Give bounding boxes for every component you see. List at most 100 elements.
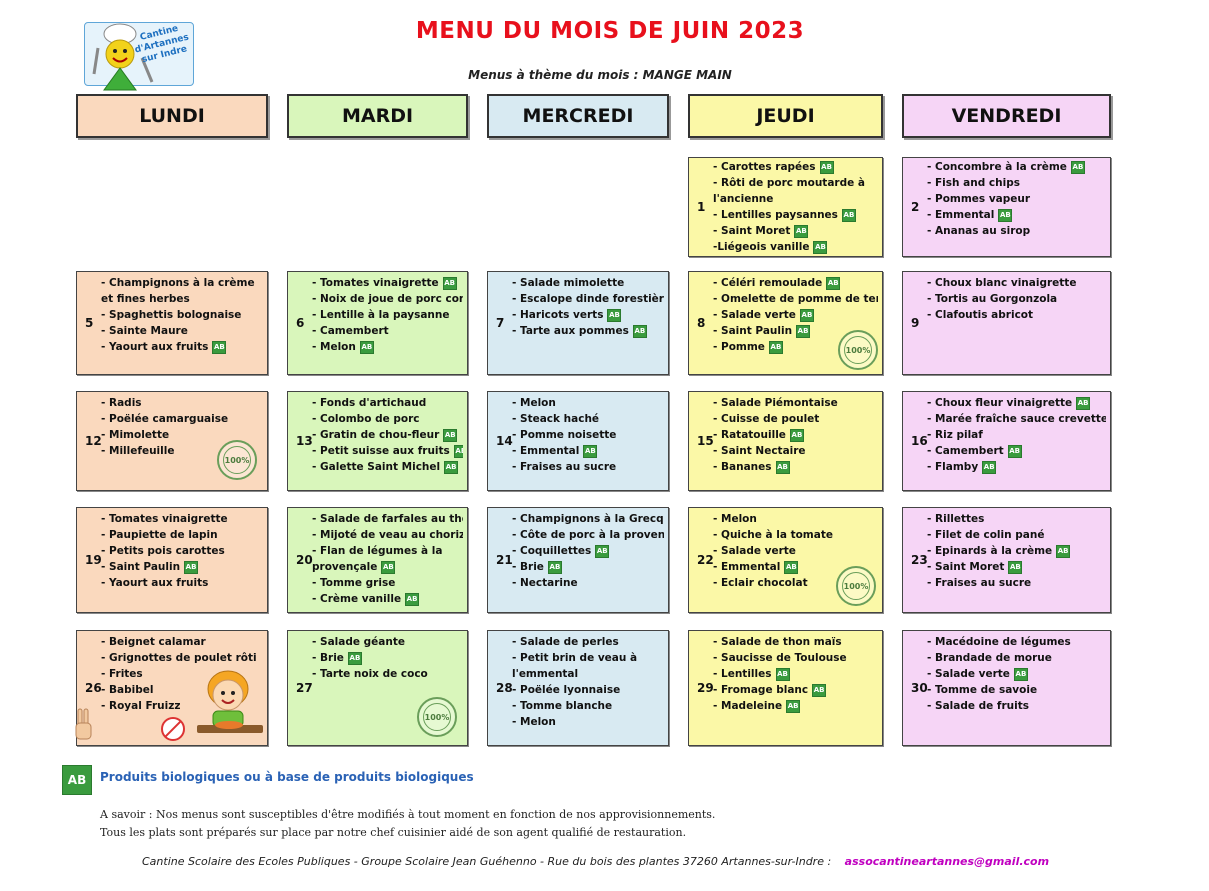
- menu-item: - Marée fraîche sauce crevette: [927, 413, 1106, 425]
- menu-item: - Colombo de porc: [312, 413, 420, 425]
- menu-item: - Tarte noix de coco: [312, 668, 428, 680]
- bio-label-icon: AB: [819, 160, 834, 174]
- day-number: 5: [85, 316, 94, 330]
- bio-label-icon: AB: [632, 324, 647, 338]
- bio-label-icon: AB: [607, 308, 622, 322]
- bio-label-icon: AB: [796, 324, 811, 338]
- cantine-logo: Cantine d'Artannes sur Indre: [80, 18, 196, 98]
- menu-item: - Salade de perles: [512, 636, 619, 648]
- bio-label-icon: AB: [826, 276, 841, 290]
- day-number: 28: [496, 681, 513, 695]
- menu-item: - Melon: [512, 716, 556, 728]
- logo-frame: [84, 22, 194, 86]
- vegetarian-stamp-icon: 100%: [838, 330, 878, 370]
- menu-item: - Tortis au Gorgonzola: [927, 293, 1058, 305]
- bio-label-icon: AB: [768, 340, 783, 354]
- bio-label-icon: AB: [841, 208, 856, 222]
- day-number: 9: [911, 316, 920, 330]
- note-line-1: A savoir : Nos menus sont susceptibles d…: [100, 808, 716, 821]
- menu-item: - Macédoine de légumes: [927, 636, 1071, 648]
- bio-label-icon: AB: [775, 667, 790, 681]
- menu-item: - Steack haché: [512, 413, 600, 425]
- menu-item: - Nectarine: [512, 577, 578, 589]
- day-number: 23: [911, 553, 928, 567]
- menu-item: - Salade de farfales au thon: [312, 513, 463, 525]
- menu-item: - Saucisse de Toulouse: [713, 652, 847, 664]
- menu-cell-vendredi-9: 9 - Choux blanc vinaigrette - Tortis au …: [902, 271, 1111, 375]
- menu-item: - Saint Nectaire: [713, 445, 806, 457]
- bio-label-icon: AB: [789, 428, 804, 442]
- menu-cell-mardi-13: 13 - Fonds d'artichaud - Colombo de porc…: [287, 391, 468, 491]
- bio-label-icon: AB: [982, 460, 997, 474]
- menu-item: - Mijoté de veau au chorizo: [312, 529, 463, 541]
- footer-email-link[interactable]: assocantineartannes@gmail.com: [844, 855, 1050, 868]
- bio-label-icon: AB: [1008, 560, 1023, 574]
- day-number: 20: [296, 553, 313, 567]
- day-number: 26: [85, 681, 102, 695]
- menu-item: - Quiche à la tomate: [713, 529, 833, 541]
- footer: Cantine Scolaire des Ecoles Publiques - …: [142, 855, 1049, 868]
- menu-item: - Brandade de morue: [927, 652, 1052, 664]
- day-number: 27: [296, 681, 313, 695]
- bio-label-icon: AB: [405, 592, 420, 606]
- bio-legend: Produits biologiques ou à base de produi…: [100, 770, 474, 784]
- day-number: 1: [697, 200, 706, 214]
- menu-item: - Yaourt aux fruits: [101, 577, 209, 589]
- menu-item: - Fonds d'artichaud: [312, 397, 427, 409]
- menu-cell-lundi-26: 26 - Beignet calamar - Grignottes de pou…: [75, 630, 268, 746]
- menu-item: - Pomme noisette: [512, 429, 617, 441]
- menu-item: - Sainte Maure: [101, 325, 188, 337]
- bio-label-icon: AB: [784, 560, 799, 574]
- day-number: 13: [296, 434, 313, 448]
- menu-item: - Melon: [713, 513, 757, 525]
- day-number: 22: [697, 553, 714, 567]
- page-title: MENU DU MOIS DE JUIN 2023: [415, 18, 805, 44]
- day-number: 14: [496, 434, 513, 448]
- bio-label-icon: AB: [812, 683, 827, 697]
- menu-item: - Tomme grise: [312, 577, 396, 589]
- menu-item: - Frites: [101, 668, 143, 680]
- bio-label-icon: AB: [1070, 160, 1085, 174]
- bio-label-icon: AB: [184, 560, 199, 574]
- vegetarian-stamp-icon: 100%: [217, 440, 257, 480]
- day-number: 29: [697, 681, 714, 695]
- menu-item: - Fish and chips: [927, 177, 1020, 189]
- menu-cell-mercredi-21: 21 - Champignons à la Grecque - Côte de …: [487, 507, 669, 613]
- bio-label-icon: AB: [453, 444, 463, 458]
- menu-item: - Champignons à la crème et fines herbes: [101, 277, 255, 305]
- menu-item: - Beignet calamar: [101, 636, 206, 648]
- bio-label-icon: AB: [381, 560, 396, 574]
- day-number: 30: [911, 681, 928, 695]
- bio-label-icon: AB: [444, 460, 459, 474]
- menu-cell-jeudi-29: 29 - Salade de thon maïs - Saucisse de T…: [688, 630, 883, 746]
- menu-item: - Rillettes: [927, 513, 985, 525]
- page-subtitle: Menus à thème du mois : MANGE MAIN: [468, 68, 732, 82]
- day-number: 12: [85, 434, 102, 448]
- menu-item: - Salade géante: [312, 636, 405, 648]
- day-number: 16: [911, 434, 928, 448]
- menu-item: - Noix de joue de porc confite: [312, 293, 463, 305]
- menu-item: - Ananas au sirop: [927, 225, 1031, 237]
